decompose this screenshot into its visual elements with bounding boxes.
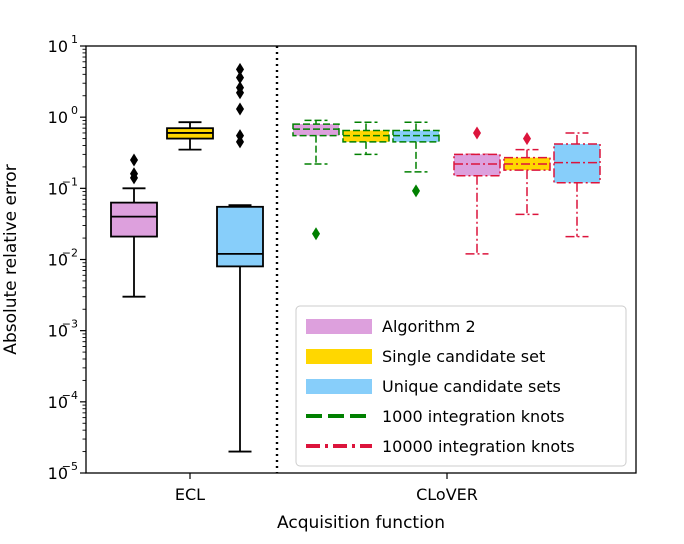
- flier-marker: [472, 126, 482, 140]
- legend-label: Unique candidate sets: [382, 377, 561, 396]
- flier-marker: [311, 227, 321, 241]
- legend-box: [295, 305, 627, 467]
- box-body: [453, 153, 501, 177]
- legend-swatch: [306, 379, 372, 394]
- box-8: [503, 132, 551, 216]
- box-6: [392, 121, 440, 198]
- y-tick-label-exponent: −1: [62, 175, 78, 188]
- y-tick-label-exponent: −3: [62, 318, 78, 331]
- box-5: [342, 121, 390, 156]
- box-body: [292, 123, 340, 137]
- flier-marker: [235, 62, 245, 76]
- y-tick-label-exponent: −2: [62, 247, 78, 260]
- x-tick-label: ECL: [175, 485, 205, 504]
- legend-label: 10000 integration knots: [382, 437, 575, 456]
- box-body: [216, 205, 264, 268]
- y-tick-label-exponent: 0: [71, 104, 78, 117]
- y-tick-label-base: 10: [48, 251, 68, 270]
- flier-marker: [522, 132, 532, 146]
- legend-label: Algorithm 2: [382, 317, 476, 336]
- y-tick-label: 10: [48, 37, 68, 56]
- x-axis-label: Acquisition function: [277, 513, 445, 533]
- y-tick-label-base: 10: [48, 393, 68, 412]
- chart-marks: [110, 62, 601, 453]
- y-tick-label-base: 10: [48, 179, 68, 198]
- y-tick-label: 10: [48, 179, 68, 198]
- box-4: [292, 119, 340, 241]
- flier-marker: [129, 167, 139, 181]
- y-tick-label: 10: [48, 251, 68, 270]
- y-tick-label-exponent: 1: [71, 33, 78, 46]
- box-body: [110, 201, 158, 238]
- legend-label: Single candidate set: [382, 347, 545, 366]
- y-tick-label-base: 10: [48, 322, 68, 341]
- box-3: [216, 62, 264, 453]
- y-tick-label: 10: [48, 393, 68, 412]
- x-tick-label: CLoVER: [416, 485, 478, 504]
- box-7: [453, 126, 501, 255]
- y-tick-label: 10: [48, 464, 68, 483]
- flier-marker: [129, 153, 139, 167]
- y-tick-label-base: 10: [48, 464, 68, 483]
- y-tick-label-exponent: −5: [62, 460, 78, 473]
- box-9: [553, 132, 601, 238]
- legend-swatch: [306, 319, 372, 334]
- legend-swatch: [306, 349, 372, 364]
- legend-label: 1000 integration knots: [382, 407, 565, 426]
- flier-marker: [235, 102, 245, 116]
- y-tick-label-base: 10: [48, 37, 68, 56]
- flier-marker: [235, 71, 245, 85]
- y-tick-label-exponent: −4: [62, 389, 78, 402]
- box-1: [110, 153, 158, 298]
- box-2: [166, 121, 214, 151]
- y-tick-label: 10: [48, 322, 68, 341]
- y-tick-label: 10: [48, 108, 68, 127]
- flier-marker: [235, 129, 245, 143]
- y-tick-label-base: 10: [48, 108, 68, 127]
- flier-marker: [411, 184, 421, 198]
- y-axis-label: Absolute relative error: [1, 164, 21, 354]
- flier-marker: [235, 81, 245, 95]
